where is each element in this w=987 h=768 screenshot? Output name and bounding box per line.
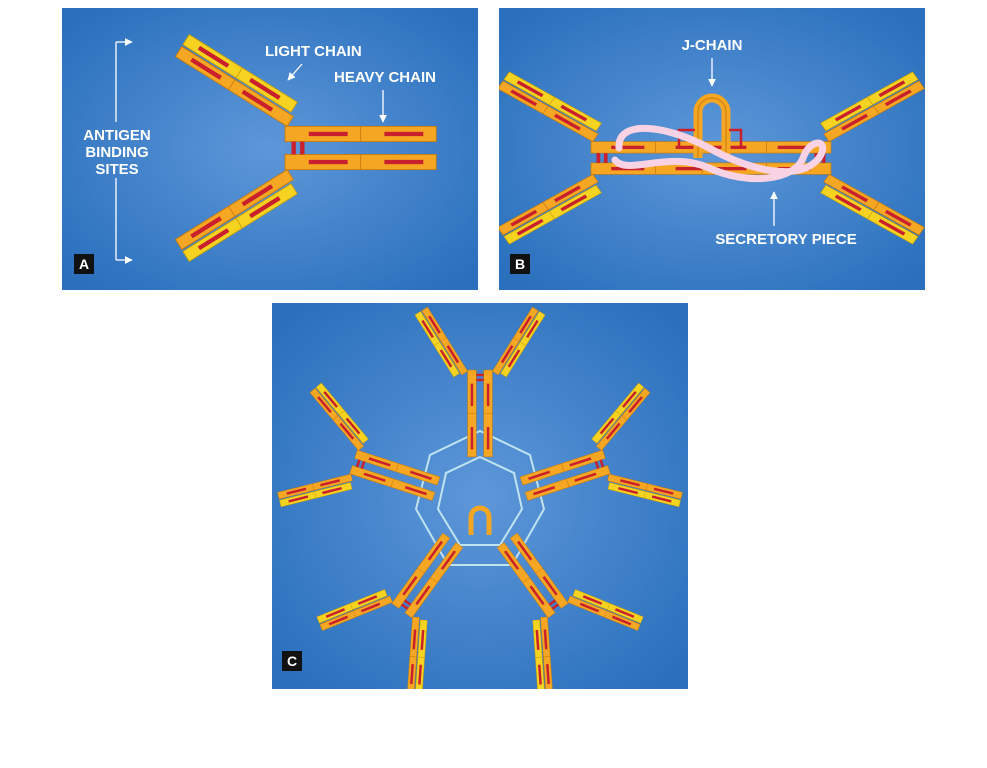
light-chain-label: LIGHT CHAIN [265,43,362,60]
panel-a: ANTIGEN BINDING SITES LIGHT CHAIN HEAVY … [62,8,478,290]
panel-c: C [272,303,688,689]
secretory-piece-label: SECRETORY PIECE [715,231,856,248]
panel-a-background [62,8,478,290]
light-chain-arrow [287,63,303,81]
panel-b: J-CHAIN SECRETORY PIECE B [499,8,925,290]
pentamer-ring-outer [414,429,546,566]
panel-c-badge: C [282,651,302,671]
heavy-chain-label: HEAVY CHAIN [334,69,436,86]
j-chain-label: J-CHAIN [682,37,743,54]
panel-b-illustration: J-CHAIN SECRETORY PIECE [499,8,925,290]
pentamer-ring-inner [436,455,524,546]
antigen-label: ANTIGEN [83,127,151,144]
panel-c-background [272,303,688,689]
sites-label: SITES [95,161,138,178]
panel-a-illustration: ANTIGEN BINDING SITES LIGHT CHAIN HEAVY … [62,8,478,290]
secretory-piece [611,125,827,183]
panel-b-badge: B [510,254,530,274]
binding-label: BINDING [85,144,148,161]
j-chain [677,93,743,158]
antigen-binding-bracket [115,38,133,264]
pentamer-j-chain [468,505,492,535]
panel-c-illustration [272,303,688,689]
panel-a-badge: A [74,254,94,274]
